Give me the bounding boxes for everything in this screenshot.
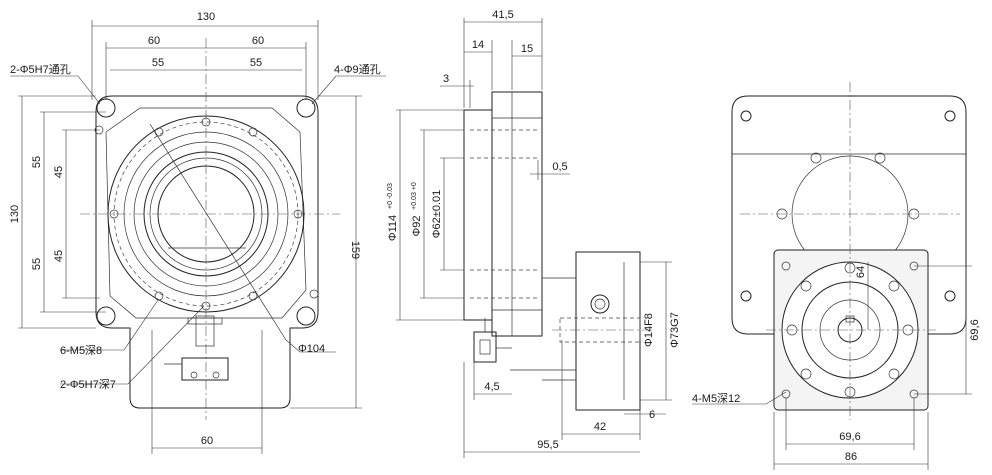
label-rear-tap: 4-M5深12	[692, 392, 740, 405]
leader-dia	[285, 339, 336, 353]
dim-69-6-side: 69,6	[969, 319, 981, 340]
tap-hole	[154, 127, 164, 137]
dim-15: 15	[521, 43, 533, 55]
dim-phi92: Φ92	[411, 215, 423, 236]
plate-hole	[781, 261, 791, 271]
label-tap: 6-M5深8	[60, 344, 102, 357]
label-hole-right: 4-Φ9通孔	[334, 63, 381, 76]
corner-hole	[296, 98, 316, 118]
sensor-screw	[212, 371, 220, 379]
dim-60-left: 60	[148, 35, 160, 47]
dim-95-5: 95,5	[537, 439, 558, 451]
dim-159: 159	[349, 241, 361, 259]
dim-130-side: 130	[9, 205, 21, 223]
side-body	[491, 91, 543, 337]
flange-hole	[888, 280, 900, 292]
tap-hole	[248, 127, 258, 137]
sensor-post	[195, 315, 215, 347]
dim-55-down: 55	[31, 258, 43, 270]
label-hole-left: 2-Φ5H7通孔	[10, 63, 71, 76]
sensor-plate	[187, 317, 223, 325]
leader-tap	[60, 299, 159, 351]
front-view: 130 60 60 55 55 2-Φ5H7通孔 4-Φ9通孔 130 55 5…	[9, 11, 386, 454]
dim-phi14: Φ14F8	[643, 313, 655, 347]
front-plate-outline	[95, 95, 319, 409]
label-dia-104: Φ104	[298, 343, 325, 355]
dim-130-top: 130	[197, 11, 215, 23]
corner-hole	[96, 306, 116, 326]
dia-leader	[149, 123, 287, 341]
rear-hole	[944, 110, 956, 122]
dim-64: 64	[855, 266, 867, 278]
dim-0-5: 0,5	[552, 161, 567, 173]
leader-right-hole	[311, 75, 386, 105]
dim-55-left: 55	[152, 57, 164, 69]
pin-hole	[309, 289, 319, 299]
dim-3: 3	[443, 73, 449, 85]
side-bolt	[590, 294, 610, 314]
corner-hole	[96, 98, 116, 118]
side-connector-pin	[479, 339, 491, 355]
label-pin: 2-Φ5H7深7	[60, 378, 116, 391]
dim-phi62: Φ62±0.01	[431, 190, 443, 238]
leader-rear-tap	[692, 391, 787, 405]
leader-pin	[60, 305, 205, 385]
front-plate-inner	[105, 107, 307, 319]
flange-hole	[800, 368, 812, 380]
corner-hole	[296, 306, 316, 326]
dim-phi114-tol: +0 -0.03	[387, 183, 394, 209]
dim-4-5: 4,5	[484, 381, 499, 393]
dim-45-down: 45	[53, 250, 65, 262]
dim-phi114: Φ114	[387, 215, 399, 241]
dim-55-up: 55	[31, 156, 43, 168]
sensor-screw	[190, 371, 198, 379]
dim-86: 86	[845, 451, 857, 463]
leader-left-hole	[10, 75, 101, 105]
dim-42: 42	[594, 421, 606, 433]
rear-stud	[810, 152, 822, 164]
side-view: 41,5 14 15 3 0,5 Φ114 +0 -0.03 Φ92 +0.03…	[387, 9, 681, 458]
rear-hole	[740, 290, 752, 302]
dim-14: 14	[472, 39, 484, 51]
rear-hole	[944, 290, 956, 302]
side-bolt-inner	[594, 298, 606, 310]
dim-phi92-tol: +0.03 +0	[411, 182, 418, 210]
rear-stud	[874, 152, 886, 164]
rear-housing	[731, 95, 967, 335]
side-motor-block	[575, 251, 641, 411]
side-flange	[463, 109, 493, 321]
flange-hole	[888, 368, 900, 380]
dim-60-right: 60	[252, 35, 264, 47]
rear-view: 64 69,6 4-M5深12 69,6 86	[692, 82, 981, 470]
dim-6: 6	[649, 409, 655, 421]
dim-55-right: 55	[250, 57, 262, 69]
dim-45-up: 45	[53, 166, 65, 178]
tap-hole	[248, 291, 258, 301]
tap-hole	[154, 291, 164, 301]
flange-hole	[800, 280, 812, 292]
sensor-body	[181, 357, 229, 381]
rear-hole	[740, 110, 752, 122]
dim-60-bottom: 60	[201, 435, 213, 447]
dim-phi73: Φ73G7	[669, 312, 681, 348]
dim-41-5: 41,5	[492, 9, 513, 21]
dim-69-6-bottom: 69,6	[839, 431, 860, 443]
